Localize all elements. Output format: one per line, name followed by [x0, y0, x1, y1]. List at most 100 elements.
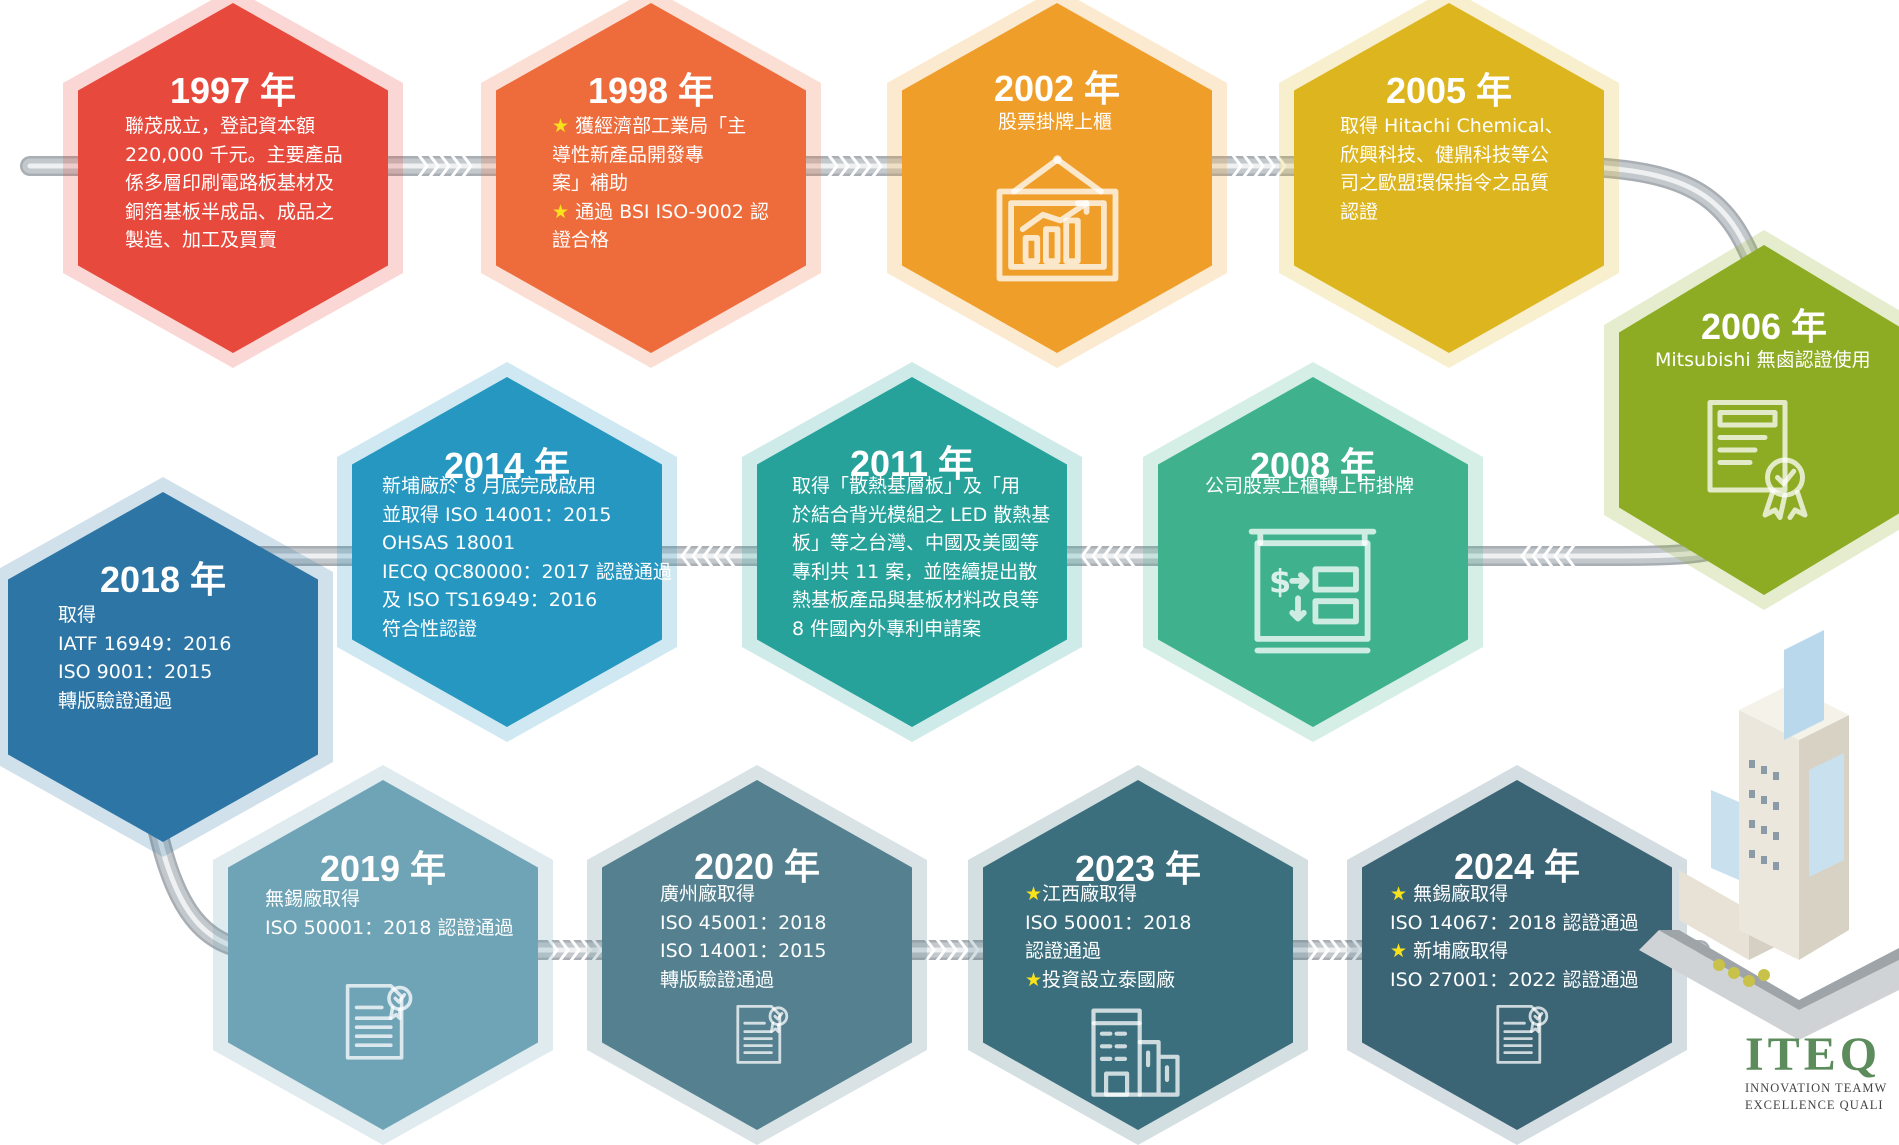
milestone-2006-line: Mitsubishi 無鹵認證使用: [1655, 349, 1871, 371]
chevron-arrow: [1102, 543, 1115, 569]
chevron-arrow: [1553, 543, 1566, 569]
milestone-2014-line: 並取得 ISO 14001：2015: [382, 503, 612, 526]
milestone-2014-year: 2014 年: [443, 445, 571, 486]
chevron-arrow: [945, 937, 958, 963]
star-icon: ★: [1025, 883, 1043, 905]
chevron-arrow: [934, 937, 947, 963]
chevron-arrow: [1564, 543, 1577, 569]
chevron-arrow: [837, 153, 850, 179]
milestone-2014-line: 及 ISO TS16949：2016: [382, 589, 598, 611]
arrows-2020-2023: [923, 937, 980, 963]
milestone-1998-line: ★ 獲經濟部工業局「主: [552, 115, 747, 137]
chevron-arrow: [1520, 543, 1533, 569]
chevron-arrow: [1124, 543, 1137, 569]
milestone-2011-line: 於結合背光模組之 LED 散熱基: [792, 503, 1051, 526]
factory-building-icon: [1083, 998, 1188, 1103]
milestone-1997-line: 係多層印刷電路板基材及: [125, 172, 335, 194]
milestone-1998-line: 證合格: [552, 229, 610, 251]
milestone-2006-year: 2006 年: [1700, 306, 1828, 347]
milestone-2023-line: ISO 50001：2018: [1025, 911, 1192, 934]
milestone-2014-line: OHSAS 18001: [382, 532, 516, 554]
arrows-2002-2005: [1230, 153, 1287, 179]
milestone-2023-line: ★江西廠取得: [1025, 883, 1138, 905]
milestone-1997-line: 銅箔基板半成品、成品之: [125, 200, 335, 223]
milestone-2011-line: 8 件國內外專利申請案: [792, 617, 982, 640]
milestone-2020-line: ISO 45001：2018: [660, 911, 827, 934]
milestone-2008-line: 公司股票上櫃轉上市掛牌: [1205, 475, 1415, 497]
milestone-1998-line: 案」補助: [552, 172, 629, 194]
chevron-arrow: [1531, 543, 1544, 569]
milestone-1998-line: ★ 通過 BSI ISO-9002 認: [552, 200, 769, 223]
chevron-arrow: [1091, 543, 1104, 569]
chevron-arrow: [460, 153, 473, 179]
milestone-2014-line: 符合性認證: [382, 617, 478, 640]
milestone-2018-line: 取得: [58, 604, 97, 626]
exchange-board-icon: $: [1240, 520, 1385, 665]
chevron-arrow: [416, 153, 429, 179]
star-icon: ★: [552, 115, 570, 137]
milestone-2020-year: 2020 年: [693, 846, 821, 887]
milestone-2019-year: 2019 年: [319, 848, 447, 889]
milestone-2024-line: ISO 14067：2018 認證通過: [1390, 911, 1639, 934]
hanging-stock-chart-icon: [985, 148, 1130, 293]
milestone-2006-description: Mitsubishi 無鹵認證使用: [1655, 346, 1895, 375]
chevron-arrow: [1317, 937, 1330, 963]
milestone-1998-line: 導性新產品開發專: [552, 143, 705, 166]
chevron-arrow: [1080, 543, 1093, 569]
milestone-2002-description: 股票掛牌上櫃: [998, 108, 1128, 137]
star-icon: ★: [1025, 968, 1043, 991]
chevron-arrow: [1542, 543, 1555, 569]
svg-text:$: $: [1269, 563, 1291, 601]
chevron-arrow: [1328, 937, 1341, 963]
chevron-arrow: [438, 153, 451, 179]
chevron-arrow: [680, 543, 693, 569]
milestone-2020-line: 廣州廠取得: [660, 883, 756, 905]
arrows-2008-2011: [1080, 543, 1137, 569]
chevron-arrow: [1274, 153, 1287, 179]
chevron-arrow: [967, 937, 980, 963]
milestone-2002-line: 股票掛牌上櫃: [998, 111, 1113, 133]
milestone-1998-hexagon: [496, 3, 806, 353]
milestone-2020-line: 轉版驗證通過: [660, 968, 775, 991]
milestone-2018-line: 轉版驗證通過: [58, 689, 173, 712]
star-icon: ★: [552, 200, 570, 223]
milestone-2011-line: 取得「散熱基層板」及「用: [792, 475, 1021, 497]
milestone-1997-line: 220,000 千元。主要產品: [125, 143, 343, 166]
milestone-2024-line: ★ 無錫廠取得: [1390, 883, 1509, 905]
office-building-illustration: [1639, 630, 1899, 1040]
milestone-2011-line: 熱基板產品與基板材料改良等: [792, 589, 1040, 611]
milestone-2014-line: 新埔廠於 8 月底完成啟用: [382, 475, 597, 497]
certificate-document-icon: [728, 998, 798, 1068]
milestone-2018-line: ISO 9001：2015: [58, 661, 213, 683]
iteq-logo: ITEQ INNOVATION TEAMW EXCELLENCE QUALI: [1745, 1030, 1899, 1125]
chevron-arrow: [691, 543, 704, 569]
milestone-2019-line: 無錫廠取得: [265, 888, 361, 910]
chevron-arrow: [848, 153, 861, 179]
milestone-1997-year: 1997 年: [169, 70, 297, 111]
milestone-2018-year: 2018 年: [99, 559, 227, 600]
milestone-2005-line: 欣興科技、健鼎科技等公: [1340, 143, 1550, 166]
milestone-2023-line: 認證通過: [1025, 940, 1102, 962]
chevron-arrow: [859, 153, 872, 179]
milestone-1998-description: ★ 獲經濟部工業局「主導性新產品開發專案」補助 ★ 通過 BSI ISO-9002…: [552, 112, 772, 255]
milestone-2011-year: 2011 年: [849, 443, 975, 484]
arrows-1998-2002: [826, 153, 883, 179]
chevron-arrow: [923, 937, 936, 963]
chevron-arrow: [579, 937, 592, 963]
chevron-arrow: [1230, 153, 1243, 179]
milestone-2011-line: 專利共 11 案，並陸續提出散: [792, 560, 1038, 583]
milestone-2011-description: 取得「散熱基層板」及「用於結合背光模組之 LED 散熱基板」等之台灣、中國及美國…: [792, 472, 1051, 643]
chevron-arrow: [1350, 937, 1363, 963]
milestone-2024-line: ★ 新埔廠取得: [1390, 940, 1509, 962]
chevron-arrow: [1241, 153, 1254, 179]
chevron-arrow: [702, 543, 715, 569]
chevron-arrow: [1306, 937, 1319, 963]
milestone-2005-description: 取得 Hitachi Chemical、欣興科技、健鼎科技等公司之歐盟環保指令之…: [1340, 112, 1570, 226]
milestone-2005-line: 取得 Hitachi Chemical、: [1340, 115, 1564, 137]
arrows-2011-2014: [680, 543, 737, 569]
chevron-arrow: [826, 153, 839, 179]
